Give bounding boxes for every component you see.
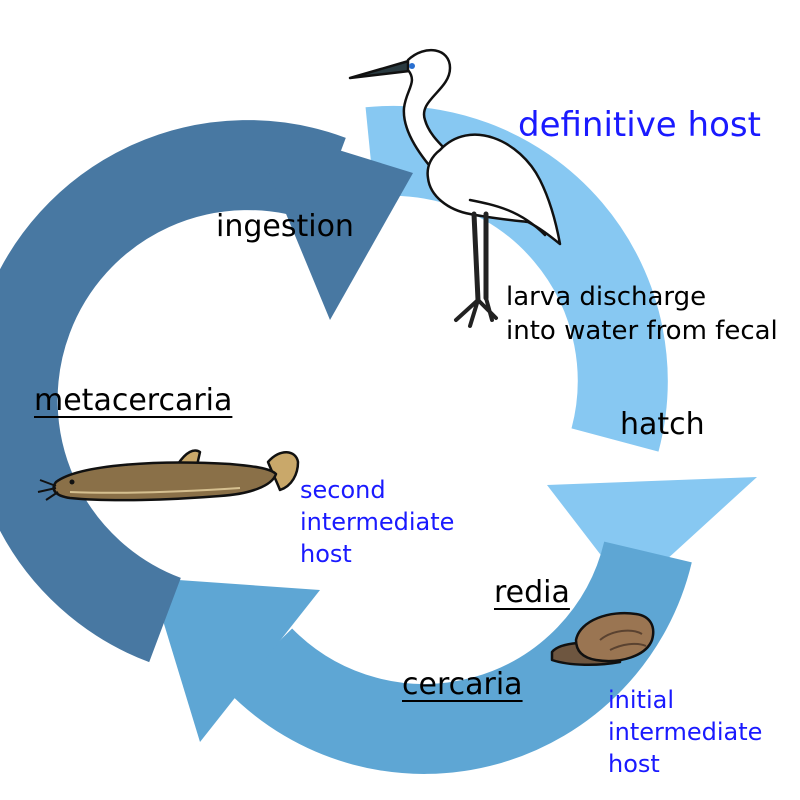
second-host-line-3: host [300,540,352,568]
metacercaria-label: metacercaria [34,383,233,418]
arrow-ingestion-segment [0,120,346,663]
arrow-cercaria-head [150,578,320,742]
initial-host-line-1: initial [608,686,674,714]
second-host-line-1: second [300,476,386,504]
initial-host-line-2: intermediate [608,718,763,746]
larva-discharge-label: larva discharge into water from fecal [506,280,778,348]
hatch-label: hatch [620,407,705,442]
initial-intermediate-host-label: initial intermediate host [608,684,762,780]
egret-icon [348,48,562,328]
fish-icon [37,449,300,502]
second-intermediate-host-label: second intermediate host [300,474,454,570]
redia-label: redia [494,575,570,610]
second-host-line-2: intermediate [300,508,455,536]
definitive-host-label: definitive host [518,105,761,145]
ingestion-label: ingestion [216,209,354,244]
snail-icon [550,611,655,667]
arrow-ingestion-head [248,122,413,320]
arrow-hatch-head [547,477,757,593]
cercaria-label: cercaria [402,667,523,702]
initial-host-line-3: host [608,750,660,778]
larva-line-1: larva discharge [506,282,707,312]
larva-line-2: into water from fecal [506,316,778,346]
